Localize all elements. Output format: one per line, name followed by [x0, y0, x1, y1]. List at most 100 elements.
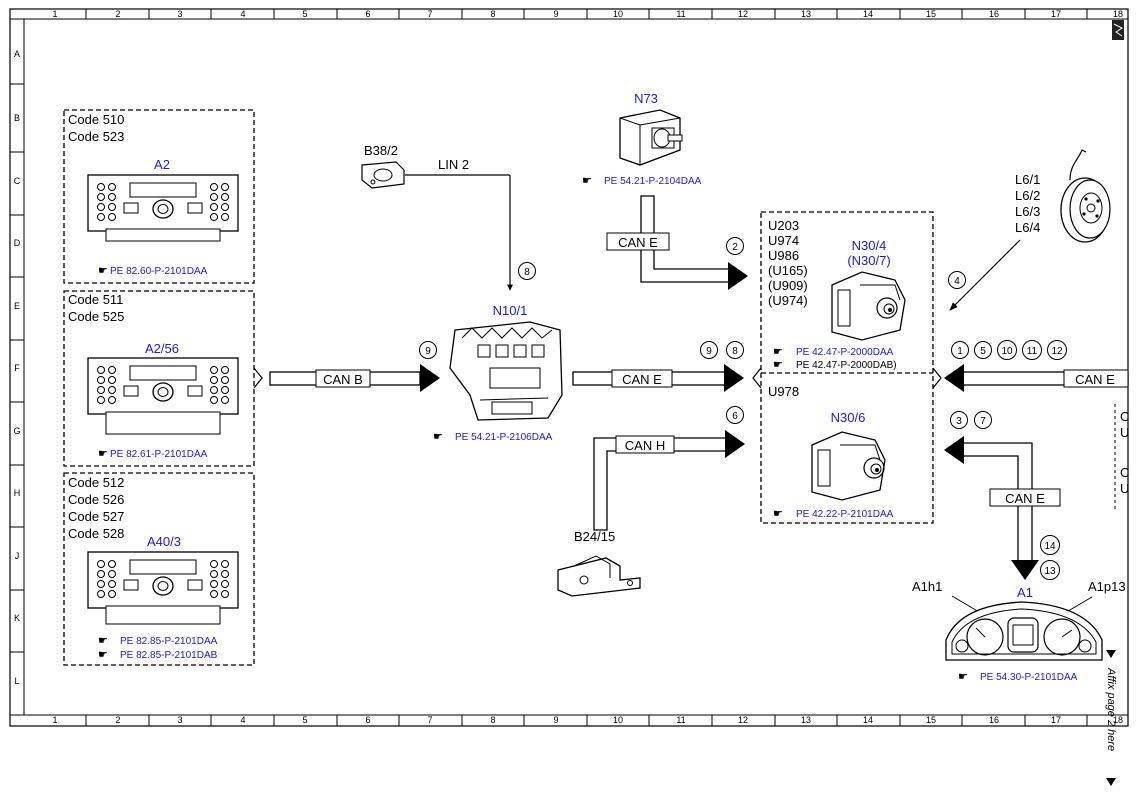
- grid-col-5-bottom: 5: [302, 715, 307, 725]
- grid-row-j: J: [15, 551, 20, 561]
- reference-hand-icon: ☛: [958, 671, 968, 683]
- component-b38-2: B38/2 LIN 2: [361, 143, 513, 291]
- reference-hand-icon: ☛: [773, 346, 783, 358]
- bus-can-h: CAN H: [593, 430, 745, 531]
- bus-label-can-b: CAN B: [323, 372, 363, 387]
- grid-col-17: 17: [1051, 9, 1061, 19]
- svg-text:1: 1: [957, 346, 963, 357]
- grid-col-15: 15: [926, 9, 936, 19]
- grid-col-9-bottom: 9: [553, 715, 558, 725]
- svg-text:6: 6: [732, 411, 738, 422]
- bus-can-e-right: CAN E: [944, 364, 1129, 392]
- grid-col-15-bottom: 15: [926, 715, 936, 725]
- group-code-label: Code 523: [68, 129, 124, 144]
- grid-col-4-bottom: 4: [240, 715, 245, 725]
- bus-can-e-a1: CAN E: [944, 436, 1061, 580]
- esp-control-unit-icon: [811, 431, 886, 501]
- radio-unit-icon: [87, 357, 239, 435]
- callout-4: 4: [948, 271, 966, 289]
- component-reference: PE 42.22-P-2101DAA: [796, 509, 894, 520]
- bus-can-b: CAN B: [269, 364, 440, 392]
- grid-col-13-bottom: 13: [801, 715, 811, 725]
- svg-text:5: 5: [980, 346, 986, 357]
- code-label: U203: [768, 218, 799, 233]
- svg-text:10: 10: [1001, 346, 1013, 357]
- sam-module-icon: [449, 321, 563, 421]
- group-code-label: Code 511: [68, 292, 123, 307]
- component-label-b24-15: B24/15: [574, 529, 615, 544]
- grid-col-14-bottom: 14: [863, 715, 873, 725]
- grid-col-13: 13: [801, 9, 811, 19]
- grid-col-6-bottom: 6: [365, 715, 370, 725]
- component-label-l6: L6/2: [1015, 188, 1040, 203]
- svg-text:14: 14: [1044, 541, 1056, 552]
- radio-unit-icon: [87, 174, 239, 242]
- affix-note: Affix page 2 here: [1105, 650, 1117, 786]
- ignition-switch-icon: [619, 109, 683, 166]
- group-reference: PE 82.85-P-2101DAA: [120, 636, 218, 647]
- grid-col-6: 6: [365, 9, 370, 19]
- code-label: U974: [768, 233, 799, 248]
- svg-text:8: 8: [732, 346, 738, 357]
- bus-can-e-mid: CAN E: [572, 364, 744, 392]
- grid-col-7: 7: [427, 9, 432, 19]
- callout-3: 3: [950, 411, 968, 429]
- svg-text:8: 8: [524, 267, 530, 278]
- component-label-n30-6: N30/6: [831, 410, 866, 425]
- grid-col-3: 3: [177, 9, 182, 19]
- component-reference: PE 42.47-P-2000DAA: [796, 347, 894, 358]
- component-n30-6: U978 N30/6 PE 42.22-P-2101DAA ☛: [768, 384, 894, 520]
- grid-row-a: A: [14, 49, 20, 59]
- reference-hand-icon: ☛: [433, 431, 443, 443]
- grid-row-f: F: [14, 363, 20, 373]
- grid-row-g: G: [13, 426, 20, 436]
- reference-hand-icon: ☛: [773, 508, 783, 520]
- svg-text:2: 2: [732, 242, 738, 253]
- code-label: (U165): [768, 263, 808, 278]
- callout-1: 1: [951, 341, 969, 359]
- component-label-a1h1: A1h1: [912, 579, 942, 594]
- code-label: U978: [768, 384, 799, 399]
- page-edge-marks: C U C U: [1114, 404, 1129, 512]
- grid-col-18: 18: [1113, 9, 1123, 19]
- grid-col-2: 2: [115, 9, 120, 19]
- grid-col-9: 9: [553, 9, 558, 19]
- group-code-511: Code 511 Code 525 A2/56 PE 82.61-P-2101D…: [63, 290, 255, 467]
- callout-14: 14: [1040, 535, 1060, 555]
- grid-row-labels: A B C D E F G H J K L: [13, 49, 20, 686]
- component-reference: PE 54.21-P-2104DAA: [604, 176, 702, 187]
- component-n10-1: N10/1 PE 54.21-P-2106DAA ☛: [433, 303, 563, 443]
- callout-12: 12: [1047, 340, 1067, 360]
- grid-col-1: 1: [52, 9, 57, 19]
- group-code-512: Code 512 Code 526 Code 527 Code 528 A40/…: [63, 472, 255, 666]
- svg-text:9: 9: [706, 346, 712, 357]
- grid-col-16-bottom: 16: [989, 715, 999, 725]
- grid-row-l: L: [14, 676, 19, 686]
- component-l6: L6/1 L6/2 L6/3 L6/4: [949, 149, 1111, 311]
- group-code-510: Code 510 Code 523 A2 PE 82.60-P-2101DAA …: [63, 109, 255, 284]
- bus-can-e-top: CAN E: [606, 195, 748, 290]
- component-n73: N73 PE 54.21-P-2104DAA ☛: [582, 91, 702, 187]
- callout-9: 9: [700, 341, 718, 359]
- grid-col-5: 5: [302, 9, 307, 19]
- bus-label-can-h: CAN H: [625, 438, 665, 453]
- affix-note-text: Affix page 2 here: [1105, 667, 1117, 751]
- reference-hand-icon: ☛: [582, 175, 592, 187]
- callout-9: 9: [419, 341, 437, 359]
- callout-7: 7: [974, 411, 992, 429]
- group-code-label: Code 525: [68, 309, 124, 324]
- grid-row-k: K: [14, 613, 20, 623]
- corner-mark-icon: [1112, 20, 1124, 40]
- rain-light-sensor-icon: [361, 161, 405, 189]
- callout-8: 8: [518, 262, 536, 280]
- esp-control-unit-icon: [831, 271, 906, 341]
- bus-label-can-e-top: CAN E: [618, 235, 658, 250]
- reference-hand-icon: ☛: [98, 635, 108, 647]
- component-label-n73: N73: [634, 91, 658, 106]
- callout-2: 2: [726, 237, 744, 255]
- callouts: 8 9 2 9 8 6 4 1 5 10 11 12 3 7 14 13: [419, 237, 1067, 580]
- grid-col-18-bottom: 18: [1113, 715, 1123, 725]
- grid-col-3-bottom: 3: [177, 715, 182, 725]
- reference-hand-icon: ☛: [98, 649, 108, 661]
